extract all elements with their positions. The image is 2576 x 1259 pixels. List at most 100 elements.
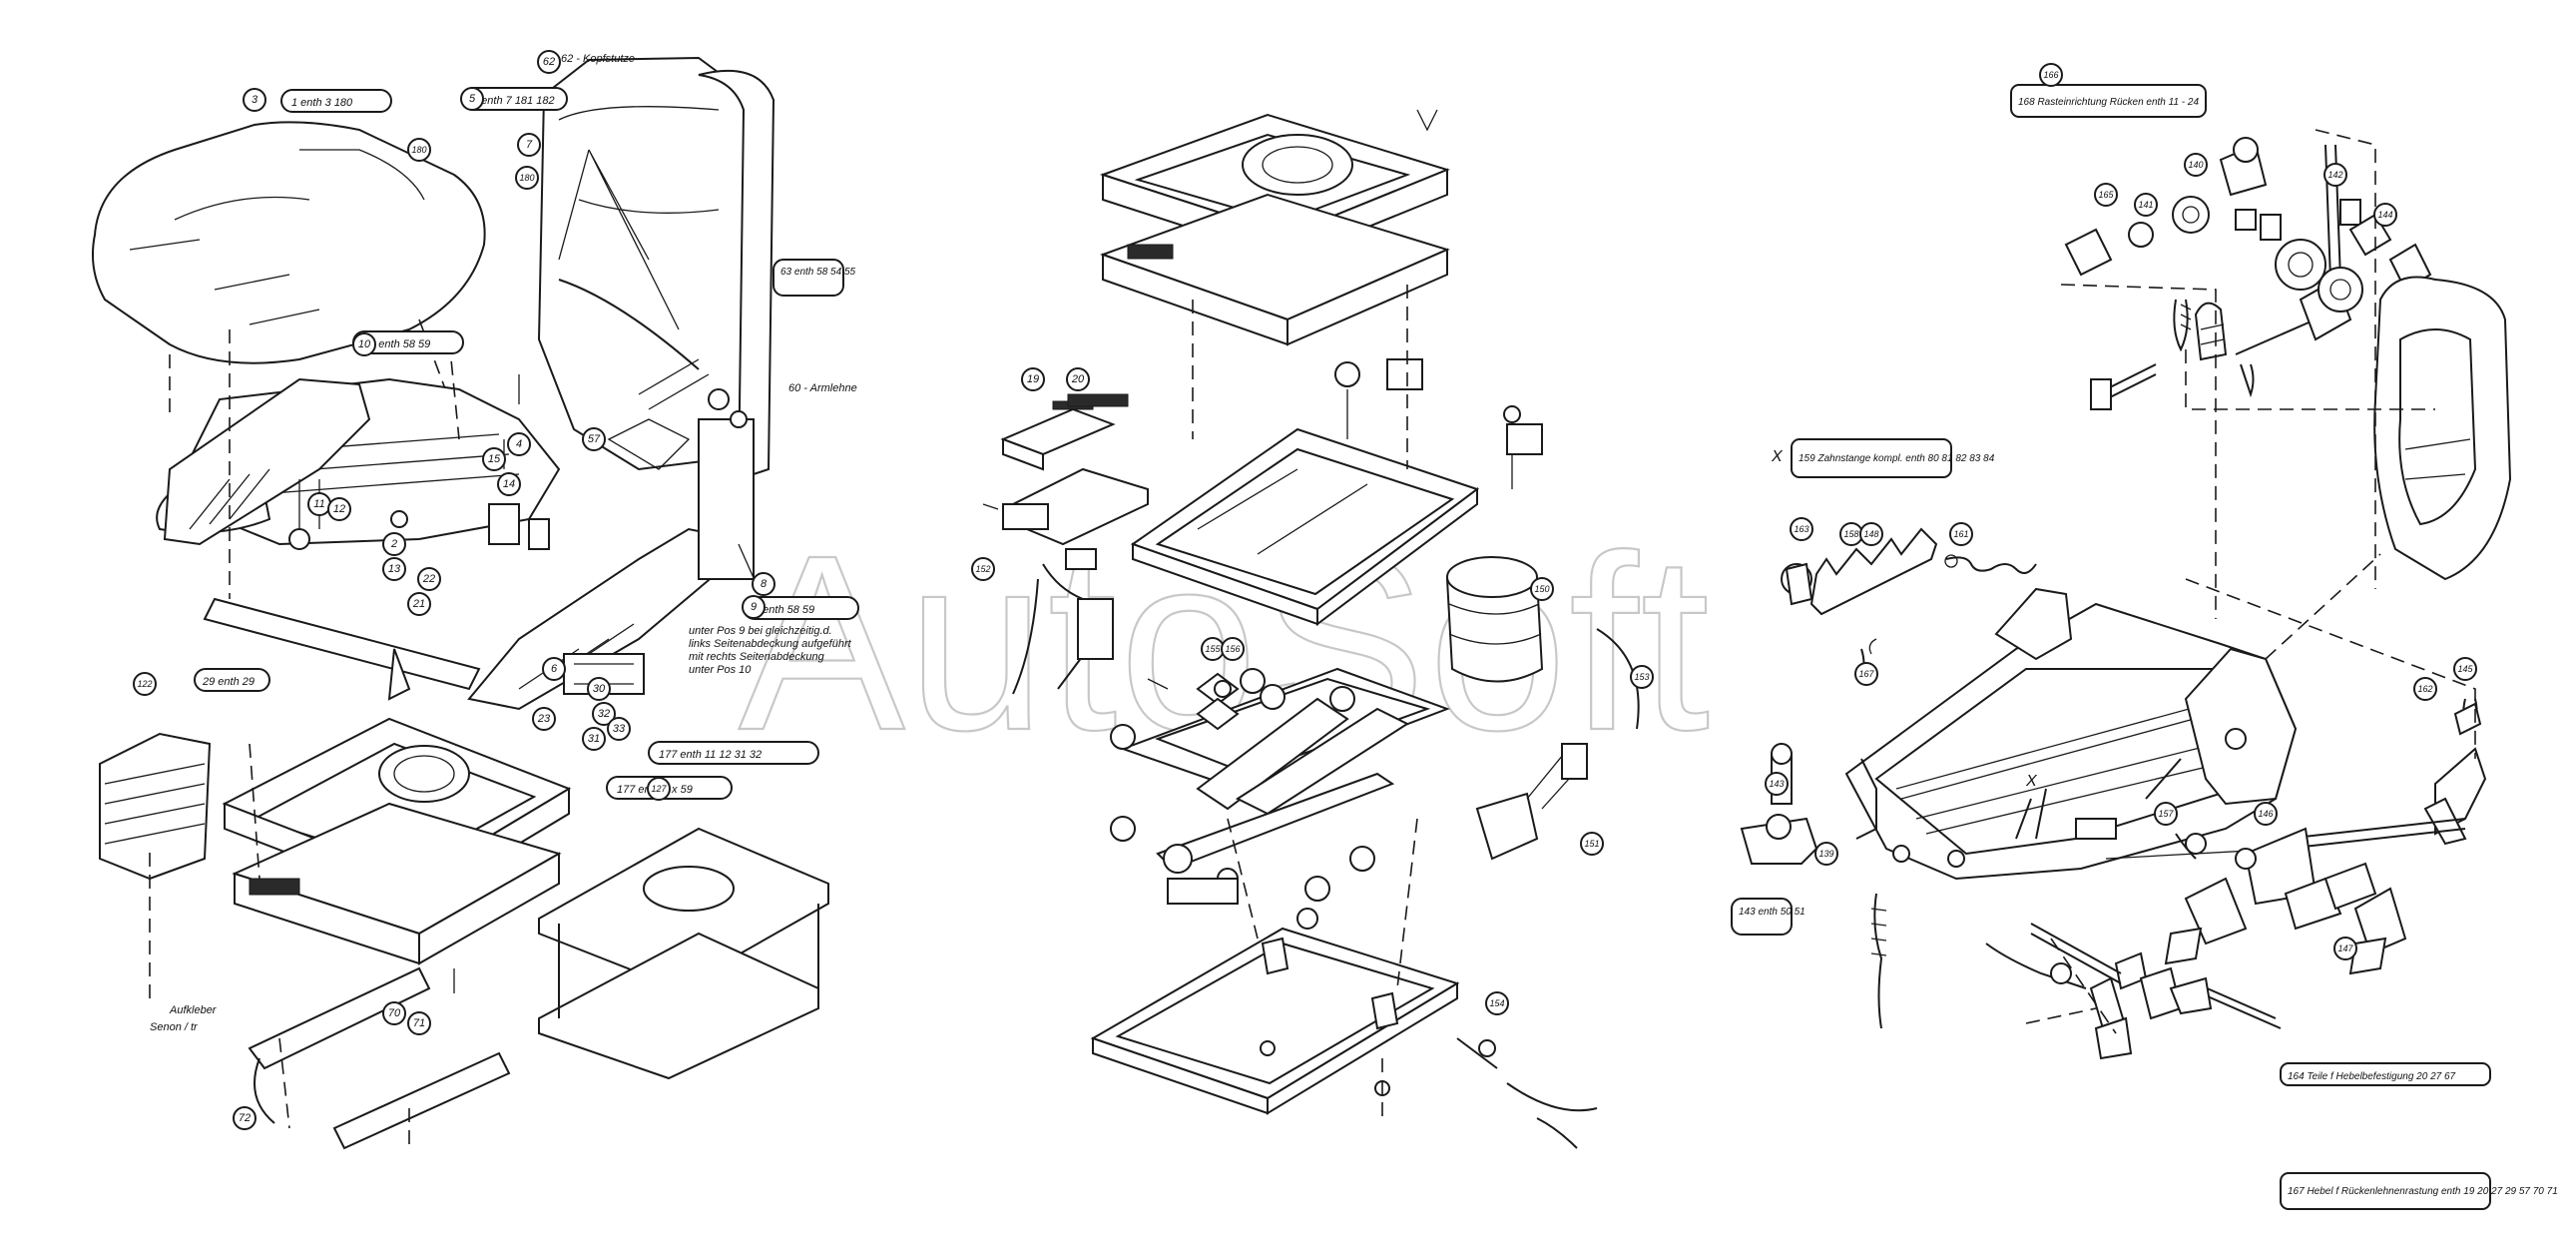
- callout-c21: 21: [407, 592, 431, 616]
- label-x-1: X: [1771, 448, 1784, 465]
- svg-text:152: 152: [975, 564, 990, 574]
- svg-text:70: 70: [388, 1007, 401, 1019]
- svg-text:23: 23: [537, 713, 551, 725]
- left-seat-assembly: [92, 56, 829, 1150]
- callout-c145: 145: [2453, 657, 2477, 681]
- svg-text:162: 162: [2417, 684, 2432, 694]
- callout-c22: 22: [417, 567, 441, 591]
- svg-text:5 enth 7 181 182: 5 enth 7 181 182: [472, 95, 555, 107]
- svg-text:71: 71: [413, 1017, 425, 1029]
- svg-text:180: 180: [411, 145, 426, 155]
- callout-c122: 122: [133, 672, 157, 696]
- text-labels: 62 - Kopfstutze 60 - Armlehne unter Pos …: [150, 53, 2038, 1033]
- svg-text:6: 6: [551, 663, 558, 675]
- box-159: 159 Zahnstange kompl. enth 80 81 82 83 8…: [1791, 438, 1995, 478]
- callout-c71: 71: [407, 1011, 431, 1035]
- callout-c8: 8: [752, 572, 775, 596]
- svg-text:150: 150: [1534, 584, 1549, 594]
- svg-text:127: 127: [651, 784, 667, 794]
- svg-text:157: 157: [2158, 809, 2174, 819]
- svg-text:161: 161: [1953, 529, 1968, 539]
- box-9: 9 enth 58 59: [743, 596, 859, 620]
- svg-text:155: 155: [1205, 644, 1221, 654]
- callout-c166: 166: [2039, 63, 2063, 87]
- box-147: 167 Hebel f Rückenlehnenrastung enth 19 …: [2280, 1172, 2558, 1210]
- callout-c10: 10: [352, 332, 376, 356]
- svg-text:177 enth 11 12 31 32: 177 enth 11 12 31 32: [659, 749, 762, 761]
- callout-c157: 157: [2154, 802, 2178, 826]
- callout-c156: 156: [1221, 637, 1245, 661]
- callout-c165: 165: [2094, 183, 2118, 207]
- svg-text:1 enth 3 180: 1 enth 3 180: [291, 97, 353, 109]
- center-suspension-assembly: [982, 109, 1640, 1149]
- svg-text:12: 12: [333, 503, 345, 515]
- svg-text:168 Rasteinrichtung Rücken ent: 168 Rasteinrichtung Rücken enth 11 - 24: [2018, 97, 2199, 108]
- callout-c153: 153: [1630, 665, 1654, 689]
- callout-c140: 140: [2184, 153, 2208, 177]
- callout-c4: 4: [507, 432, 531, 456]
- callout-c12: 12: [327, 497, 351, 521]
- callout-c154: 154: [1485, 991, 1509, 1015]
- callout-c141: 141: [2134, 193, 2158, 217]
- callout-c15: 15: [482, 447, 506, 471]
- svg-text:32: 32: [598, 708, 610, 720]
- callout-c139: 139: [1814, 842, 1838, 866]
- svg-text:20: 20: [1071, 373, 1085, 385]
- svg-text:30: 30: [593, 683, 606, 695]
- svg-text:10 enth 58 59: 10 enth 58 59: [363, 338, 430, 350]
- svg-text:4: 4: [516, 438, 522, 450]
- svg-text:2: 2: [390, 538, 397, 550]
- svg-text:8: 8: [761, 578, 768, 590]
- svg-text:33: 33: [613, 723, 626, 735]
- svg-text:14: 14: [503, 478, 515, 490]
- callout-c147: 147: [2333, 937, 2357, 960]
- svg-text:9 enth 58 59: 9 enth 58 59: [754, 604, 814, 616]
- svg-text:144: 144: [2377, 210, 2392, 220]
- callout-c6: 6: [542, 657, 566, 681]
- callout-c62: 62: [537, 50, 561, 74]
- box-177: 177 enth 11 12 31 32: [648, 741, 819, 765]
- svg-text:19: 19: [1027, 373, 1039, 385]
- svg-text:166: 166: [2043, 70, 2058, 80]
- svg-text:146: 146: [2258, 809, 2273, 819]
- svg-text:154: 154: [1489, 998, 1504, 1008]
- svg-text:151: 151: [1584, 839, 1599, 849]
- svg-text:22: 22: [422, 573, 435, 585]
- label-note-2: links Seitenabdeckung aufgeführt: [689, 638, 852, 650]
- callout-c57: 57: [582, 427, 606, 451]
- callout-c161: 161: [1949, 522, 1973, 546]
- callout-c127: 127: [647, 777, 671, 801]
- callout-c163: 163: [1790, 517, 1813, 541]
- callout-c31: 31: [582, 727, 606, 751]
- svg-text:57: 57: [588, 433, 601, 445]
- label-armlehne: 60 - Armlehne: [788, 382, 857, 394]
- callout-c70: 70: [382, 1001, 406, 1025]
- label-aufkleber-2: Senon / tr: [150, 1021, 199, 1033]
- callout-c150: 150: [1530, 577, 1554, 601]
- callout-c23: 23: [532, 707, 556, 731]
- svg-text:3: 3: [252, 94, 258, 106]
- box-168: 168 Rasteinrichtung Rücken enth 11 - 24: [2010, 84, 2207, 118]
- svg-text:163: 163: [1794, 524, 1808, 534]
- callout-c152: 152: [971, 557, 995, 581]
- svg-text:5: 5: [469, 93, 476, 105]
- box-1: 1 enth 3 180: [280, 89, 392, 113]
- svg-text:29 enth 29: 29 enth 29: [202, 676, 255, 688]
- callout-c7: 7: [517, 133, 541, 157]
- label-boxes: 1 enth 3 180 5 enth 7 181 182 63 enth 58…: [194, 84, 2558, 1210]
- svg-text:153: 153: [1634, 672, 1649, 682]
- svg-text:21: 21: [412, 598, 425, 610]
- svg-text:164 Teile f Hebelbefestigung 2: 164 Teile f Hebelbefestigung 20 27 67: [2288, 1071, 2456, 1082]
- callout-c20: 20: [1066, 367, 1090, 391]
- callout-c72: 72: [233, 1106, 257, 1130]
- svg-text:140: 140: [2188, 160, 2203, 170]
- callout-c33: 33: [607, 717, 631, 741]
- label-x-2: X: [2025, 773, 2038, 790]
- svg-text:147: 147: [2337, 944, 2353, 953]
- svg-text:10: 10: [358, 338, 371, 350]
- callout-c180a: 180: [407, 138, 431, 162]
- callout-c30: 30: [587, 677, 611, 701]
- svg-text:158: 158: [1843, 529, 1858, 539]
- label-aufkleber: Aufkleber: [169, 1004, 218, 1016]
- svg-text:122: 122: [137, 679, 152, 689]
